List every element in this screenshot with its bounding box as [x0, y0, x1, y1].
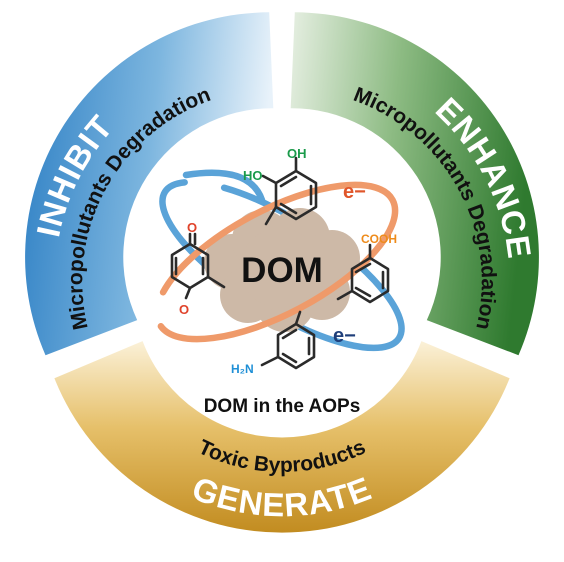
oh-group-top: OH: [287, 146, 307, 161]
nh2-group: H₂N: [231, 362, 254, 376]
blue-orbit-front: [182, 169, 266, 204]
aniline-molecule: H₂N: [231, 310, 316, 376]
orange-orbit: [153, 181, 399, 343]
dom-center: DOM e− e− OH HO COOH: [153, 146, 405, 417]
cooh-group: COOH: [361, 232, 397, 246]
electron-label-bottom: e−: [333, 325, 356, 347]
quinone-molecule: O O: [170, 220, 226, 317]
oh-group-left: HO: [243, 168, 263, 183]
quinone-oxygen-top: O: [187, 220, 197, 235]
catechol-molecule: OH HO: [243, 146, 318, 226]
enhance-segment: [290, 12, 539, 356]
dom-label: DOM: [241, 251, 323, 290]
generate-segment: [54, 341, 510, 533]
electron-label-top: e−: [343, 181, 366, 203]
center-caption: DOM in the AOPs: [204, 396, 361, 417]
quinone-oxygen-bottom: O: [179, 302, 189, 317]
benzoic-molecule: COOH: [336, 232, 397, 304]
inhibit-segment: [25, 12, 274, 356]
